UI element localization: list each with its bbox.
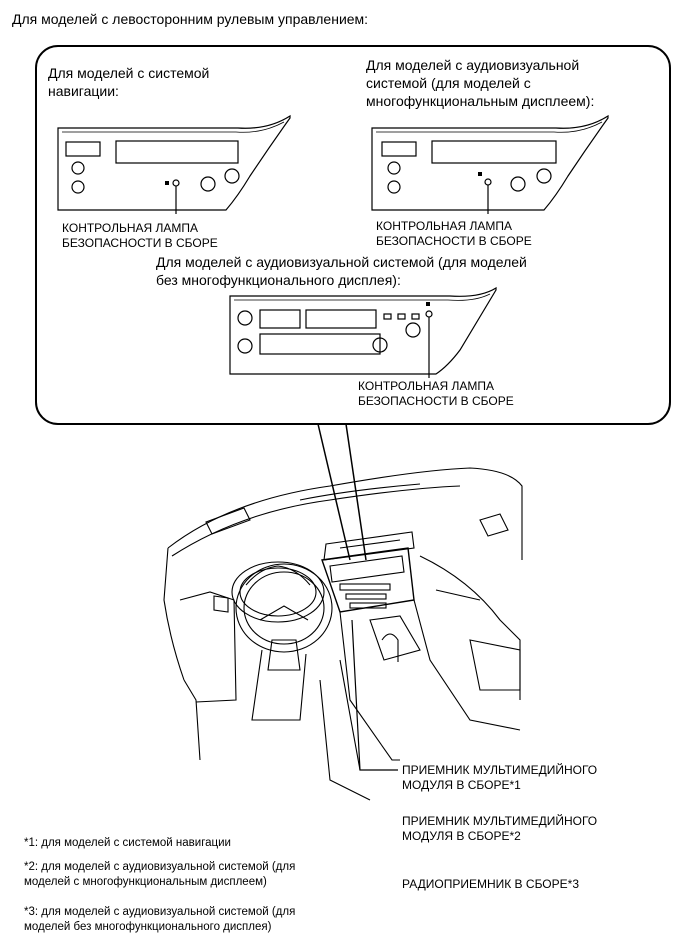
av-nomulti-lamp-label-line2: БЕЗОПАСНОСТИ В СБОРЕ: [358, 394, 514, 408]
footnote-1: *1: для моделей с системой навигации: [24, 837, 231, 849]
footnote-2-line1: *2: для моделей с аудиовизуальной систем…: [24, 861, 296, 873]
security-lamp-icon: [172, 179, 180, 187]
receiver1-label-line2: МОДУЛЯ В СБОРЕ*1: [402, 778, 521, 792]
footnote-3-line1: *3: для моделей с аудиовизуальной систем…: [24, 906, 296, 918]
dashboard-drawing-icon: [163, 467, 523, 801]
receiver2-label-line2: МОДУЛЯ В СБОРЕ*2: [402, 829, 521, 843]
radio-label: РАДИОПРИЕМНИК В СБОРЕ*3: [402, 877, 579, 891]
receiver2-label-line1: ПРИЕМНИК МУЛЬТИМЕДИЙНОГО: [402, 814, 598, 828]
nav-panel-drawing: [57, 114, 291, 214]
receiver1-label-line1: ПРИЕМНИК МУЛЬТИМЕДИЙНОГО: [402, 763, 598, 777]
av-multi-title-line1: Для моделей с аудиовизуальной: [366, 57, 580, 73]
av-multi-lamp-label-line1: КОНТРОЛЬНАЯ ЛАМПА: [376, 219, 513, 233]
knob-icon: [71, 161, 85, 175]
av-multi-title-line2: системой (для моделей с: [366, 75, 531, 91]
av-nomulti-panel-drawing: [229, 286, 497, 378]
nav-title-line1: Для моделей с системой: [48, 65, 210, 81]
av-multi-panel-drawing: [371, 114, 609, 214]
footnote-3-line2: моделей без многофункционального дисплея…: [24, 921, 272, 933]
av-nomulti-lamp-label-line1: КОНТРОЛЬНАЯ ЛАМПА: [358, 379, 495, 393]
page-heading: Для моделей с левосторонним рулевым упра…: [12, 11, 369, 27]
nav-lamp-label-line2: БЕЗОПАСНОСТИ В СБОРЕ: [62, 236, 218, 250]
callout-box: [35, 45, 671, 425]
av-multi-title-line3: многофункциональным дисплеем):: [366, 93, 595, 109]
nav-lamp-label-line1: КОНТРОЛЬНАЯ ЛАМПА: [62, 221, 199, 235]
footnote-2-line2: моделей с многофункциональным дисплеем): [24, 876, 267, 888]
nav-title-line2: навигации:: [48, 83, 119, 99]
av-nomulti-title-line2: без многофункционального дисплея):: [156, 272, 401, 288]
av-multi-lamp-label-line2: БЕЗОПАСНОСТИ В СБОРЕ: [376, 234, 532, 248]
av-nomulti-title-line1: Для моделей с аудиовизуальной системой (…: [156, 254, 527, 270]
